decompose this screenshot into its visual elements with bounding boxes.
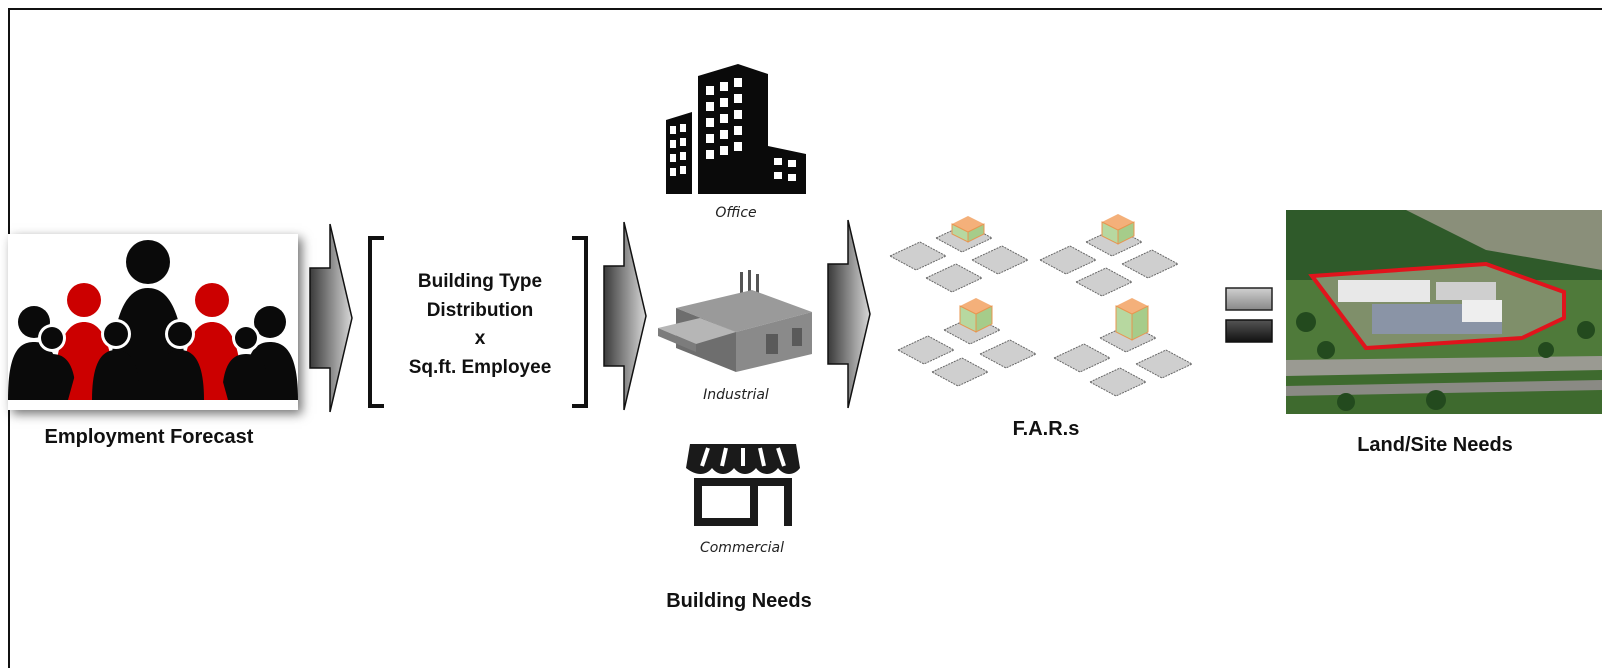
- equals-icon: [1225, 287, 1273, 343]
- formula-line-3: x: [474, 328, 486, 349]
- land-site-needs-label: Land/Site Needs: [1357, 434, 1513, 456]
- formula-line-4: Sq.ft. Employee: [408, 356, 552, 378]
- people-group-icon: [8, 240, 298, 400]
- employment-forecast-image: [8, 234, 298, 410]
- industrial-label: Industrial: [703, 387, 769, 403]
- far-diagram-icon: [888, 214, 1194, 397]
- arrow-3-icon: [827, 219, 871, 409]
- arrow-1-icon: [309, 223, 353, 413]
- aerial-site-photo: [1286, 210, 1602, 414]
- formula-text: Building Type Distribution x Sq.ft. Empl…: [385, 268, 575, 382]
- storefront-icon: [686, 444, 800, 526]
- industrial-building-icon: [658, 270, 812, 372]
- right-bracket-icon: [572, 236, 588, 408]
- commercial-label: Commercial: [699, 540, 785, 556]
- employment-forecast-label: Employment Forecast: [44, 426, 254, 448]
- formula-line-2: Distribution: [426, 299, 534, 321]
- formula-line-1: Building Type: [417, 271, 543, 292]
- office-building-icon: [666, 64, 806, 194]
- fars-label: F.A.R.s: [1012, 418, 1080, 440]
- aerial-site-illustration: [1286, 210, 1602, 414]
- office-label: Office: [715, 205, 757, 221]
- arrow-2-icon: [603, 221, 647, 411]
- building-needs-label: Building Needs: [666, 590, 812, 612]
- left-bracket-icon: [368, 236, 384, 408]
